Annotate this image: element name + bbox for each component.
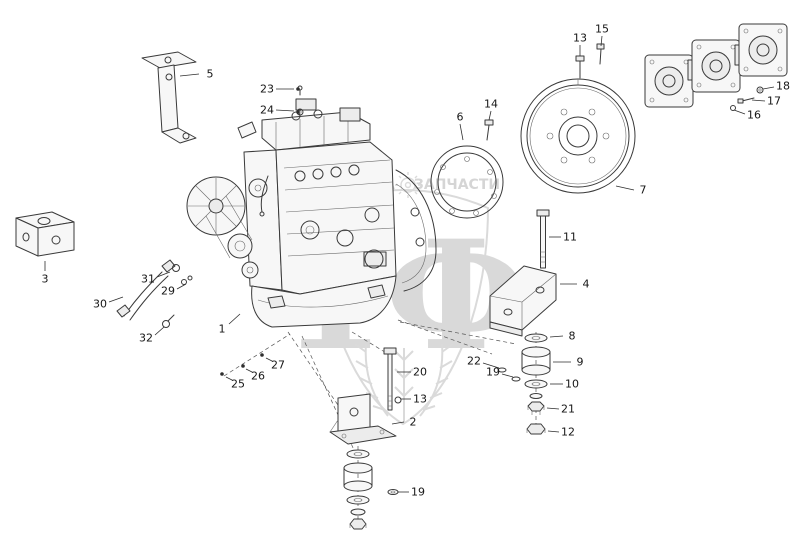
pump-group-illustration [644,23,788,111]
hose-and-fittings-illustration [116,259,193,328]
leader-line-6-6 [459,123,464,141]
watermark-shield [316,188,490,426]
bracket-5-illustration [141,51,197,144]
callout-label-26-30: 26 [251,370,265,383]
callout-label-6-6: 6 [457,111,464,124]
leader-line-8-19 [549,335,564,338]
callout-label-32-15: 32 [139,332,153,345]
leader-line-32-15 [154,326,165,336]
callout-label-16-10: 16 [747,109,761,122]
leader-line-30-12 [108,296,124,303]
leader-line-21-22 [546,407,560,410]
callout-label-9-20: 9 [577,356,584,369]
leader-line-31-13 [156,271,171,278]
leader-line-27-31 [265,357,273,362]
callout-label-15-4: 15 [595,23,609,36]
bracket-4-and-mount-stack [489,265,557,435]
callout-label-29-14: 29 [161,285,175,298]
leader-dot-23-1 [296,87,300,91]
callout-label-11-17: 11 [563,231,577,244]
callout-label-8-19: 8 [569,330,576,343]
bracket-3-illustration [15,211,75,257]
leader-line-2-28 [391,421,405,425]
leader-line-22-24 [482,362,500,369]
callout-label-17-9: 17 [767,95,781,108]
leader-line-26-30 [245,368,253,373]
bracket-2-and-mount-stack [329,393,399,530]
callout-label-27-31: 27 [271,359,285,372]
callout-label-22-24: 22 [467,355,481,368]
leader-line-25-29 [225,376,233,381]
leader-line-19-25 [501,373,514,378]
callout-label-19-25: 19 [486,366,500,379]
callout-label-13-27: 13 [413,393,427,406]
callout-label-13-3: 13 [573,32,587,45]
leader-line-29-14 [176,283,187,290]
leader-line-14-5 [488,110,492,121]
callout-label-18-8: 18 [776,80,790,93]
leader-line-24-2 [275,109,295,112]
leader-line-16-10 [733,109,746,115]
callout-label-2-28: 2 [410,416,417,429]
bolts-illustration [383,43,605,411]
leader-line-18-8 [762,86,775,90]
leader-line-17-9 [751,99,766,102]
coupling-ring-illustration [430,145,504,219]
callout-label-24-2: 24 [260,104,274,117]
engine-illustration [186,85,437,328]
callout-label-21-22: 21 [561,403,575,416]
leader-dot-24-2 [296,110,300,114]
callout-label-14-5: 14 [484,98,498,111]
callout-label-5-0: 5 [207,68,214,81]
leader-dot-25-29 [220,372,224,376]
callout-label-31-13: 31 [141,273,155,286]
callout-label-3-11: 3 [42,273,49,286]
callout-label-25-29: 25 [231,378,245,391]
callout-label-23-1: 23 [260,83,274,96]
watermark-wheat-ears [354,343,454,424]
leader-line-5-0 [179,73,200,77]
leader-line-7-7 [615,185,635,191]
callout-label-12-23: 12 [561,426,575,439]
leader-dot-26-30 [241,364,245,368]
callouts-layer: 5232413151467181716330312932111489102112… [42,23,791,499]
flywheel-illustration [520,78,636,194]
leader-dot-27-31 [260,353,264,357]
callout-label-4-18: 4 [583,278,590,291]
callout-label-20-26: 20 [413,366,427,379]
leader-line-1-16 [228,313,241,325]
leader-line-12-23 [547,430,560,433]
callout-label-30-12: 30 [93,298,107,311]
callout-label-7-7: 7 [640,184,647,197]
callout-label-1-16: 1 [219,323,226,336]
callout-label-10-21: 10 [565,378,579,391]
watermark-right-text: ЗАПЧАСТИ [414,177,500,193]
leader-line-15-4 [600,35,603,47]
callout-label-19-32: 19 [411,486,425,499]
